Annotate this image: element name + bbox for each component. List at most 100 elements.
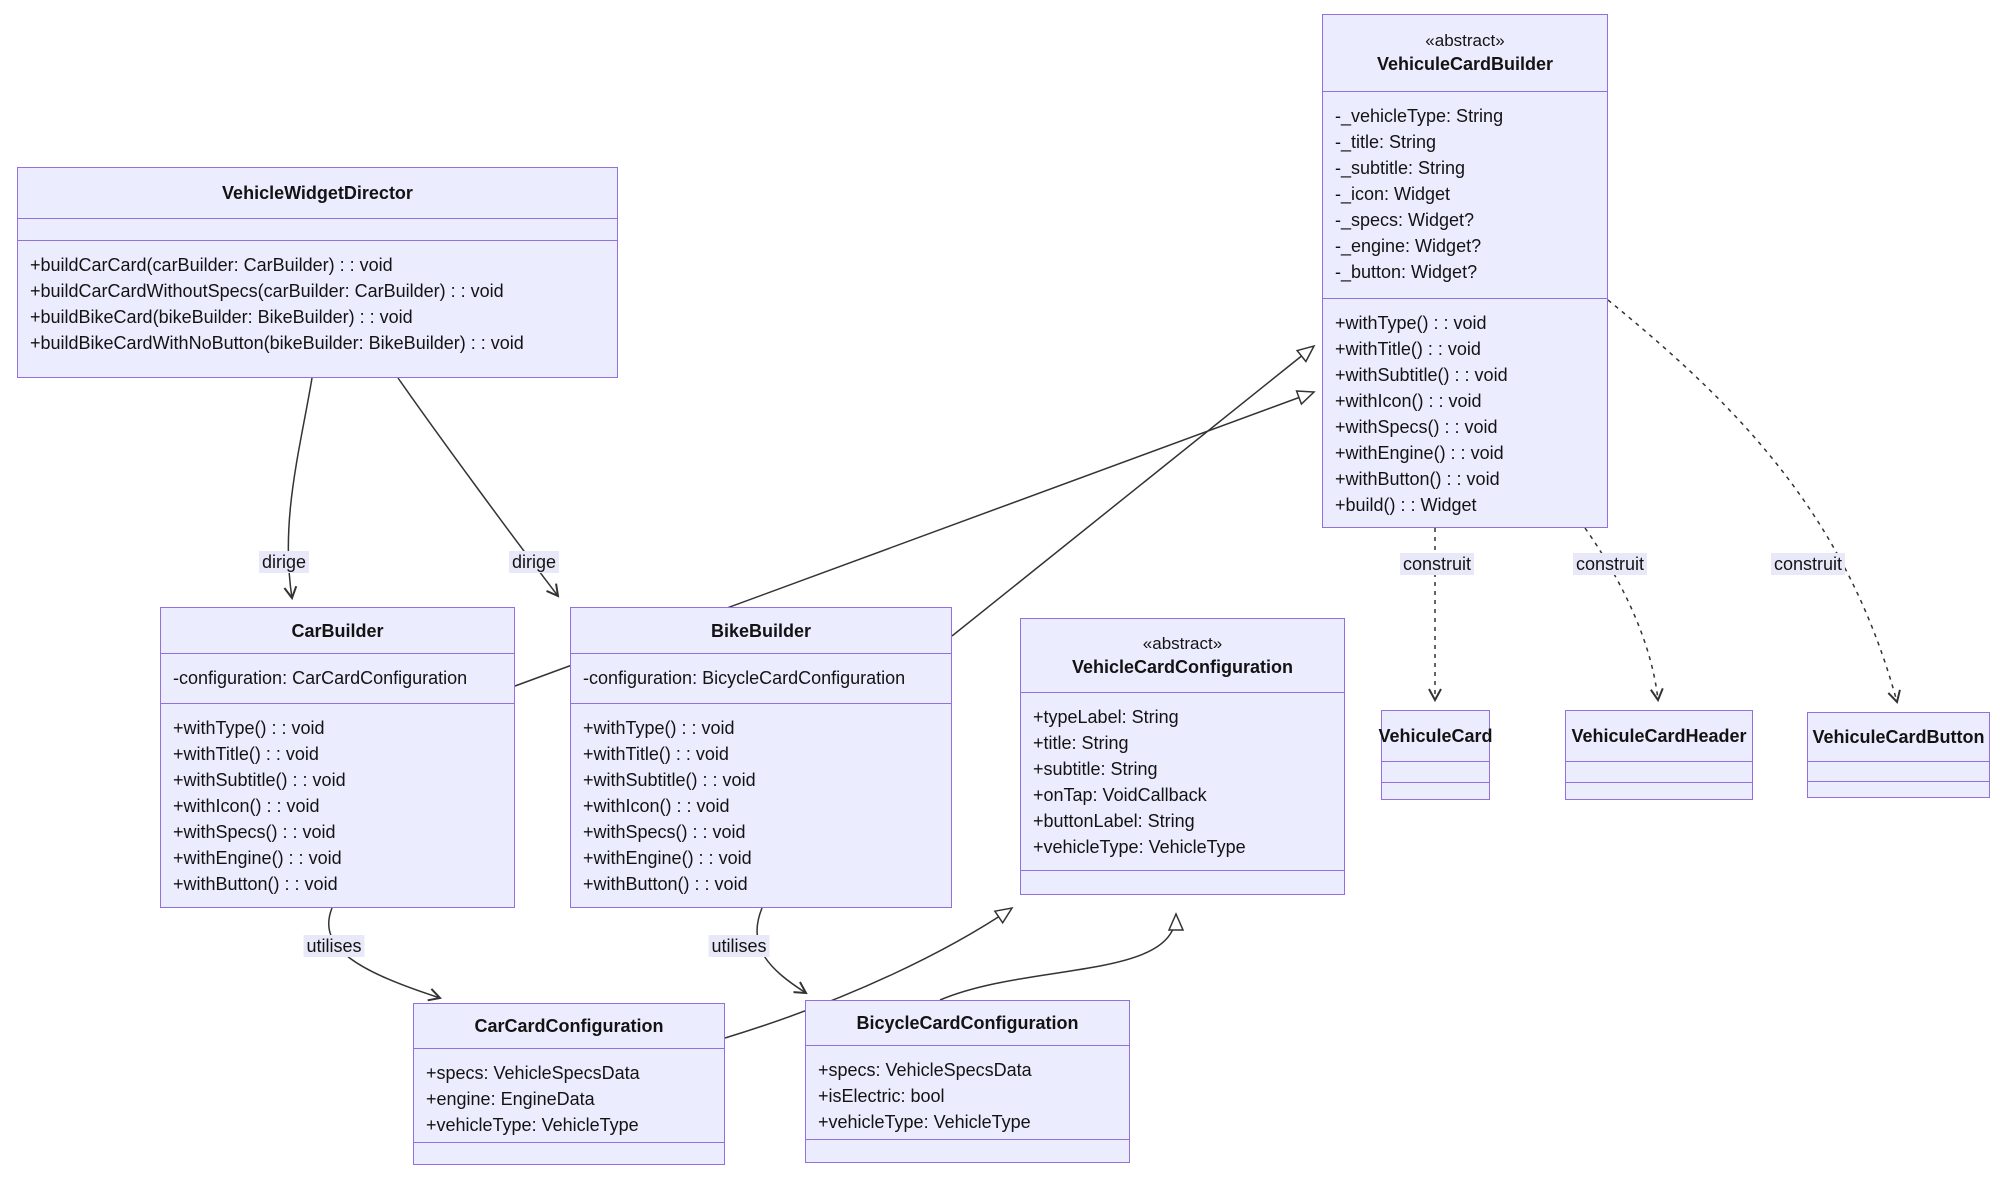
- method-row: +buildBikeCard(bikeBuilder: BikeBuilder)…: [30, 307, 413, 327]
- class-name: CarBuilder: [291, 620, 384, 641]
- attribute-row: +vehicleType: VehicleType: [818, 1112, 1031, 1132]
- class-name: BikeBuilder: [710, 620, 812, 641]
- method-row: +withSubtitle() : : void: [1335, 365, 1508, 385]
- edge-label-utilises-car: utilises: [303, 935, 365, 957]
- method-row: +withButton() : : void: [583, 874, 748, 894]
- class-name: VehicleWidgetDirector: [222, 183, 413, 203]
- attribute-row: +engine: EngineData: [426, 1089, 595, 1109]
- method-row: +buildCarCardWithoutSpecs(carBuilder: Ca…: [30, 281, 504, 301]
- class-title-bar: VehiculeCardHeader: [1566, 711, 1752, 762]
- methods-section: [1382, 783, 1489, 799]
- class-title-bar: CarBuilder: [161, 608, 514, 654]
- methods-section: [1808, 782, 1989, 797]
- attributes-section: +specs: VehicleSpecsData +engine: EngineD…: [414, 1049, 724, 1143]
- class-name: VehiculeCard: [1378, 726, 1493, 746]
- method-row: +withButton() : : void: [173, 874, 338, 894]
- method-row: +withTitle() : : void: [583, 744, 729, 764]
- attribute-row: +specs: VehicleSpecsData: [818, 1060, 1032, 1080]
- attribute-row: -_vehicleType: String: [1335, 106, 1504, 126]
- attribute-row: -_specs: Widget?: [1335, 210, 1475, 230]
- edge-label-dirige-bike: dirige: [508, 551, 560, 573]
- method-row: +withSpecs() : : void: [583, 822, 746, 842]
- methods-section: [806, 1140, 1129, 1162]
- method-row: +withSpecs() : : void: [173, 822, 336, 842]
- methods-section: +buildCarCard(carBuilder: CarBuilder) : …: [18, 241, 617, 377]
- class-vehicle-card-configuration: «abstract» VehicleCardConfiguration +typ…: [1020, 618, 1345, 895]
- method-row: +withIcon() : : void: [173, 796, 320, 816]
- class-bicycle-card-configuration: BicycleCardConfiguration +specs: Vehicle…: [805, 1000, 1130, 1163]
- class-vehicle-widget-director: VehicleWidgetDirector +buildCarCard(carB…: [17, 167, 618, 378]
- class-vehicule-card-button: VehiculeCardButton: [1807, 712, 1990, 798]
- attribute-row: +title: String: [1033, 733, 1129, 753]
- class-bike-builder: BikeBuilder -configuration: BicycleCardC…: [570, 607, 952, 908]
- edge-label-construit-button: construit: [1770, 553, 1846, 575]
- method-row: +buildCarCard(carBuilder: CarBuilder) : …: [30, 255, 393, 275]
- methods-section: +withType() : : void+withTitle() : : voi…: [1323, 299, 1607, 529]
- class-title-bar: «abstract» VehicleCardConfiguration: [1021, 619, 1344, 693]
- method-row: +withSubtitle() : : void: [583, 770, 756, 790]
- edge-label-construit-card: construit: [1399, 553, 1475, 575]
- method-row: +buildBikeCardWithNoButton(bikeBuilder: …: [30, 333, 524, 353]
- attribute-row: -_engine: Widget?: [1335, 236, 1482, 256]
- attributes-section: [1808, 762, 1989, 782]
- class-name: VehicleCardConfiguration: [1071, 656, 1294, 677]
- class-title-bar: BicycleCardConfiguration: [806, 1001, 1129, 1046]
- method-row: +withTitle() : : void: [173, 744, 319, 764]
- method-row: +withIcon() : : void: [583, 796, 730, 816]
- methods-section: +withType() : : void+withTitle() : : voi…: [161, 704, 514, 908]
- method-row: +withButton() : : void: [1335, 469, 1500, 489]
- class-title-bar: CarCardConfiguration: [414, 1004, 724, 1049]
- class-car-card-configuration: CarCardConfiguration +specs: VehicleSpec…: [413, 1003, 725, 1165]
- edge-bikeconfig-to-config-realization: [939, 912, 1185, 1001]
- attributes-section: +typeLabel: String +title: String +subtitl…: [1021, 693, 1344, 871]
- stereotype-label: «abstract»: [1142, 633, 1223, 653]
- class-title-bar: BikeBuilder: [571, 608, 951, 654]
- edge-carbuilder-to-carconfig-utilises: [327, 907, 442, 1002]
- attribute-row: -_subtitle: String: [1335, 158, 1466, 178]
- method-row: +withType() : : void: [1335, 313, 1487, 333]
- edge-carconfig-to-config-realization: [724, 906, 1014, 1039]
- methods-section: [414, 1143, 724, 1164]
- class-title-bar: «abstract» VehiculeCardBuilder: [1323, 15, 1607, 92]
- class-vehicule-card: VehiculeCard: [1378, 710, 1493, 800]
- edge-label-dirige-car: dirige: [258, 551, 310, 573]
- attribute-row: -_icon: Widget: [1335, 184, 1451, 204]
- method-row: +build() : : Widget: [1335, 495, 1477, 515]
- class-title-bar: VehiculeCard: [1378, 711, 1493, 762]
- method-row: +withSpecs() : : void: [1335, 417, 1498, 437]
- attribute-row: -configuration: BicycleCardConfiguration: [583, 668, 906, 688]
- attribute-row: +typeLabel: String: [1033, 707, 1179, 727]
- edge-builder-to-header-construit: [1584, 527, 1664, 703]
- method-row: +withType() : : void: [583, 718, 735, 738]
- attributes-section: -configuration: CarCardConfiguration: [161, 654, 514, 704]
- attribute-row: -_title: String: [1335, 132, 1437, 152]
- attribute-row: +vehicleType: VehicleType: [426, 1115, 639, 1135]
- stereotype-label: «abstract»: [1425, 31, 1505, 50]
- edge-bikebuilder-to-builder-realization: [951, 344, 1316, 637]
- methods-section: +withType() : : void +withTitle() : : voi…: [571, 704, 951, 908]
- attributes-section: -configuration: BicycleCardConfiguration: [571, 654, 951, 704]
- class-name: VehiculeCardButton: [1812, 727, 1985, 747]
- attribute-row: +vehicleType: VehicleType: [1033, 837, 1246, 857]
- attribute-row: +specs: VehicleSpecsData: [426, 1063, 640, 1083]
- attribute-row: +subtitle: String: [1033, 759, 1158, 779]
- class-car-builder: CarBuilder -configuration: CarCardConfig…: [160, 607, 515, 908]
- attribute-row: +buttonLabel: String: [1033, 811, 1195, 831]
- edge-builder-to-button-construit: [1607, 299, 1901, 705]
- attributes-section: +specs: VehicleSpecsData+isElectric: boo…: [806, 1046, 1129, 1140]
- methods-section: [1021, 871, 1344, 894]
- edge-label-construit-header: construit: [1572, 553, 1648, 575]
- methods-section: [1566, 783, 1752, 799]
- class-name: CarCardConfiguration: [474, 1016, 664, 1036]
- edge-label-utilises-bike: utilises: [708, 935, 770, 957]
- method-row: +withEngine() : : void: [173, 848, 342, 868]
- method-row: +withSubtitle() : : void: [173, 770, 346, 790]
- method-row: +withIcon() : : void: [1335, 391, 1482, 411]
- class-name: VehiculeCardHeader: [1571, 726, 1747, 746]
- class-title-bar: VehicleWidgetDirector: [18, 168, 617, 219]
- class-vehicule-card-header: VehiculeCardHeader: [1565, 710, 1753, 800]
- attribute-row: -_button: Widget?: [1335, 262, 1478, 282]
- class-title-bar: VehiculeCardButton: [1808, 713, 1989, 762]
- attributes-section: [18, 219, 617, 241]
